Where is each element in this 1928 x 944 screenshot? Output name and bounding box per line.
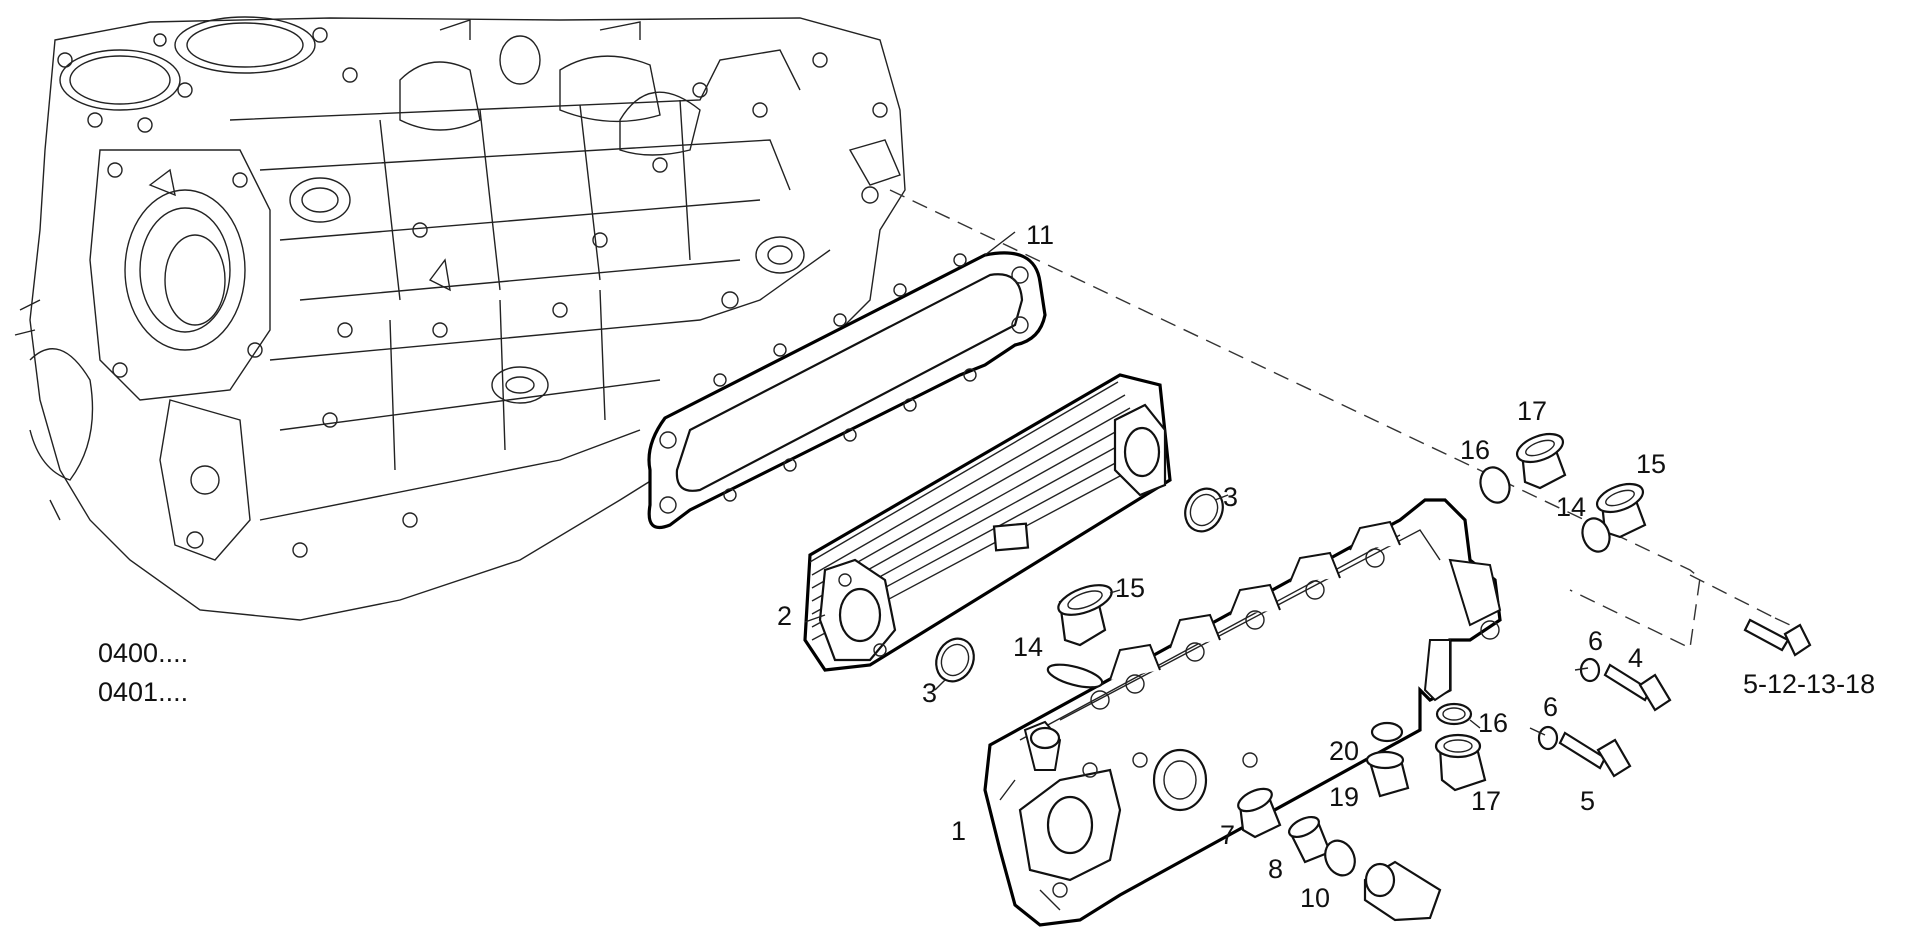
- cooler-cover-housing: [983, 498, 1502, 927]
- reference-code-0401: 0401....: [98, 677, 189, 707]
- callout-15-middle[interactable]: 15: [1115, 573, 1146, 603]
- callout-2[interactable]: 2: [777, 601, 793, 631]
- callout-19[interactable]: 19: [1329, 782, 1360, 812]
- callout-5-12-13-18[interactable]: 5-12-13-18: [1743, 669, 1876, 699]
- leader-lines: [804, 231, 1589, 736]
- callout-6-lower[interactable]: 6: [1543, 692, 1559, 722]
- callout-4[interactable]: 4: [1628, 643, 1644, 673]
- callout-14-right[interactable]: 14: [1556, 492, 1587, 522]
- gasket: [647, 251, 1047, 530]
- callout-20[interactable]: 20: [1329, 736, 1360, 766]
- callout-3-upper[interactable]: 3: [1223, 482, 1239, 512]
- callout-3-lower[interactable]: 3: [922, 678, 938, 708]
- callout-17-top[interactable]: 17: [1517, 396, 1548, 426]
- callout-16-top[interactable]: 16: [1460, 435, 1491, 465]
- reference-code-0400: 0400....: [98, 638, 189, 668]
- callout-15-right[interactable]: 15: [1636, 449, 1667, 479]
- engine-block: [14, 16, 906, 621]
- callout-10[interactable]: 10: [1300, 883, 1331, 913]
- small-parts: [935, 432, 1812, 922]
- assembly-centerline: [889, 189, 1791, 650]
- callout-5[interactable]: 5: [1580, 786, 1596, 816]
- callout-17-lower[interactable]: 17: [1471, 786, 1502, 816]
- callout-7[interactable]: 7: [1220, 820, 1236, 850]
- callout-8[interactable]: 8: [1268, 854, 1284, 884]
- callout-1[interactable]: 1: [951, 816, 967, 846]
- callout-11[interactable]: 11: [1026, 220, 1055, 250]
- oil-cooler-core: [803, 373, 1172, 672]
- callout-16-lower[interactable]: 16: [1478, 708, 1509, 738]
- callout-6-upper[interactable]: 6: [1588, 626, 1604, 656]
- callout-14-middle[interactable]: 14: [1013, 632, 1044, 662]
